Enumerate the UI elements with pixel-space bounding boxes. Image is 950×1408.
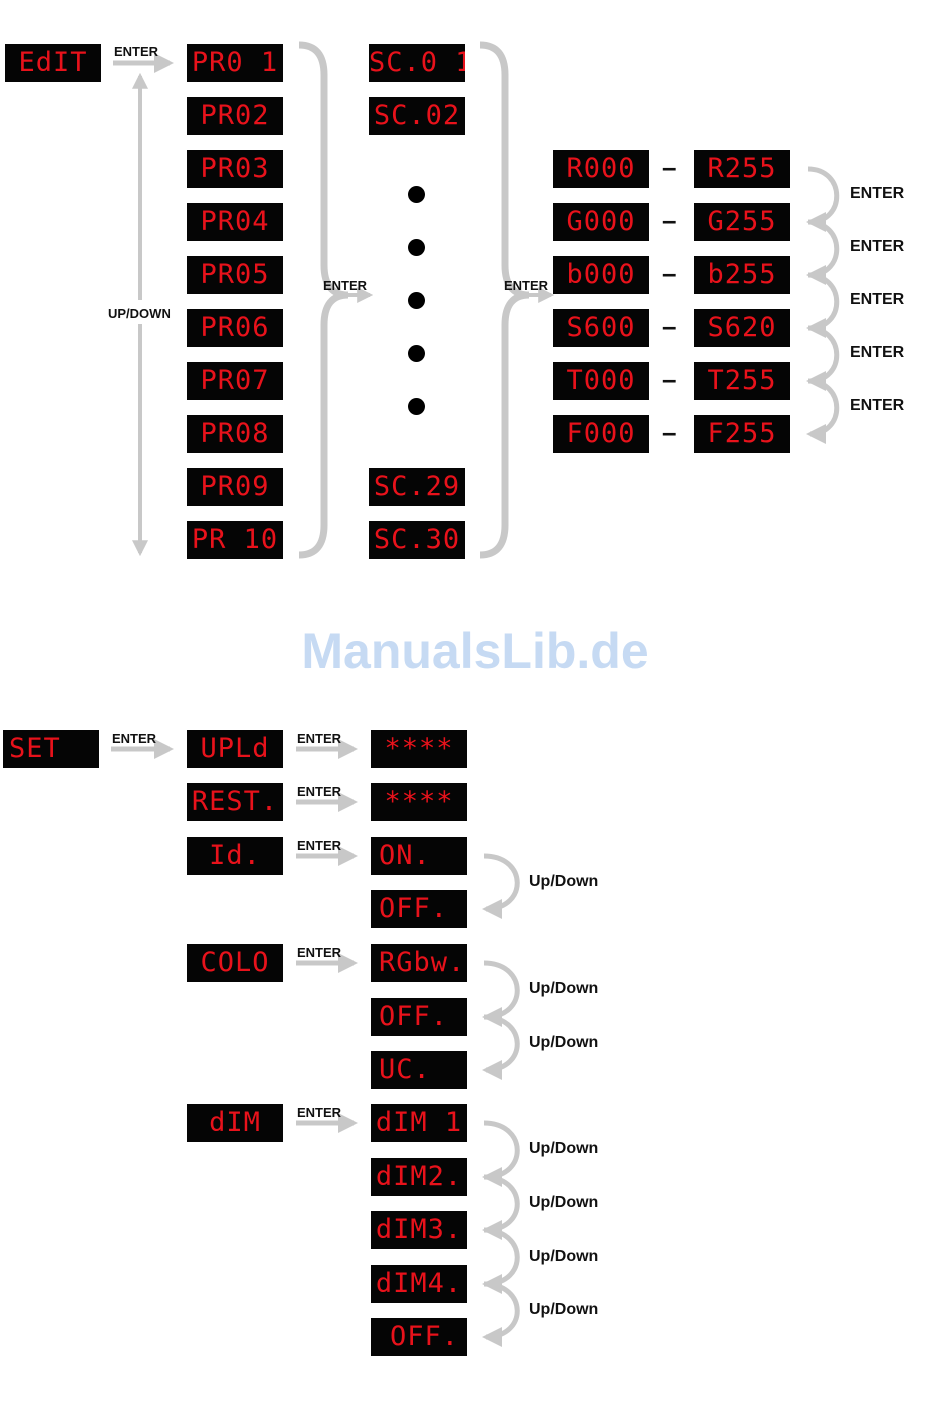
range-dash: – [662,258,677,288]
cycle-arrow [806,272,840,338]
cycle-arrow [806,325,840,391]
set-item-enter-label: ENTER [297,1105,342,1120]
set-item-enter-label: ENTER [297,784,342,799]
cycle-label: Up/Down [529,980,599,997]
value-cycle-label: ENTER [850,185,905,202]
cycle-label: Up/Down [529,1248,599,1265]
value-cycle-label: ENTER [850,344,905,361]
set-option-display[interactable]: **** [371,730,467,768]
program-display[interactable]: PR04 [187,203,283,241]
value-max-display[interactable]: G255 [694,203,790,241]
program-display[interactable]: PR06 [187,309,283,347]
scenes-brace [479,41,530,559]
edit-menu-display[interactable]: EdIT [5,44,101,82]
value-min-display[interactable]: R000 [553,150,649,188]
set-item-display[interactable]: UPLd [187,730,283,768]
ellipsis-dot [408,398,425,415]
cycle-arrow [482,1120,520,1187]
cycle-arrow [806,378,840,444]
cycle-label: Up/Down [529,1140,599,1157]
value-max-display[interactable]: b255 [694,256,790,294]
set-option-display[interactable]: OFF. [371,998,467,1036]
value-min-display[interactable]: F000 [553,415,649,453]
scene-display[interactable]: SC.30 [369,521,465,559]
set-item-display[interactable]: REST. [187,783,283,821]
set-submenu-arrows [296,739,520,1347]
value-max-display[interactable]: F255 [694,415,790,453]
value-cycle-label: ENTER [850,397,905,414]
value-min-display[interactable]: T000 [553,362,649,400]
value-min-display[interactable]: b000 [553,256,649,294]
value-cycle-label: ENTER [850,238,905,255]
program-display[interactable]: PR09 [187,468,283,506]
set-option-display[interactable]: ON. [371,837,467,875]
set-menu-display[interactable]: SET [3,730,99,768]
set-item-display[interactable]: COLO [187,944,283,982]
ellipsis-dot [408,292,425,309]
set-option-display[interactable]: dIM3. [371,1211,467,1249]
value-min-display[interactable]: G000 [553,203,649,241]
set-option-display[interactable]: OFF. [371,890,467,928]
value-max-display[interactable]: T255 [694,362,790,400]
set-option-display[interactable]: **** [371,783,467,821]
cycle-label: Up/Down [529,873,599,890]
cycle-label: Up/Down [529,1194,599,1211]
range-dash: – [662,152,677,182]
value-cycle-label: ENTER [850,291,905,308]
set-item-display[interactable]: Id. [187,837,283,875]
program-display[interactable]: PR05 [187,256,283,294]
set-option-display[interactable]: UC. [371,1051,467,1089]
scene-display[interactable]: SC.29 [369,468,465,506]
scenes-enter-label: ENTER [504,278,549,293]
program-display[interactable]: PR03 [187,150,283,188]
cycle-arrow [482,960,520,1027]
program-display[interactable]: PR07 [187,362,283,400]
set-item-enter-label: ENTER [297,945,342,960]
set-option-display[interactable]: dIM 1 [371,1104,467,1142]
set-option-display[interactable]: RGbw. [371,944,467,982]
program-display[interactable]: PR0 1 [187,44,283,82]
cycle-arrow [482,1014,520,1080]
range-dash: – [662,364,677,394]
cycle-arrow [482,853,520,919]
set-option-display[interactable]: dIM4. [371,1265,467,1303]
watermark: ManualsLib.de [301,623,649,679]
set-item-display[interactable]: dIM [187,1104,283,1142]
programs-enter-label: ENTER [323,278,368,293]
updown-label: UP/DOWN [108,306,171,321]
program-display[interactable]: PR 10 [187,521,283,559]
ellipsis-dot [408,345,425,362]
cycle-arrow [806,219,840,285]
range-dash: – [662,205,677,235]
ellipsis-dot [408,239,425,256]
range-dash: – [662,417,677,447]
program-display[interactable]: PR08 [187,415,283,453]
value-max-display[interactable]: R255 [694,150,790,188]
cycle-arrow [482,1281,520,1347]
ellipsis-dot [408,186,425,203]
value-max-display[interactable]: S620 [694,309,790,347]
set-option-display[interactable]: dIM2. [371,1158,467,1196]
value-cycle-arrows [806,166,840,444]
cycle-label: Up/Down [529,1301,599,1318]
programs-brace [298,41,349,559]
cycle-arrow [806,166,840,232]
set-enter-label: ENTER [112,731,157,746]
cycle-label: Up/Down [529,1034,599,1051]
edit-enter-label: ENTER [114,44,159,59]
set-option-display[interactable]: OFF. [371,1318,467,1356]
scene-display[interactable]: SC.02 [369,97,465,135]
set-item-enter-label: ENTER [297,731,342,746]
set-item-enter-label: ENTER [297,838,342,853]
cycle-arrow [482,1227,520,1294]
cycle-arrow [482,1174,520,1240]
scene-display[interactable]: SC.0 1 [369,44,465,82]
range-dash: – [662,311,677,341]
program-display[interactable]: PR02 [187,97,283,135]
value-min-display[interactable]: S600 [553,309,649,347]
